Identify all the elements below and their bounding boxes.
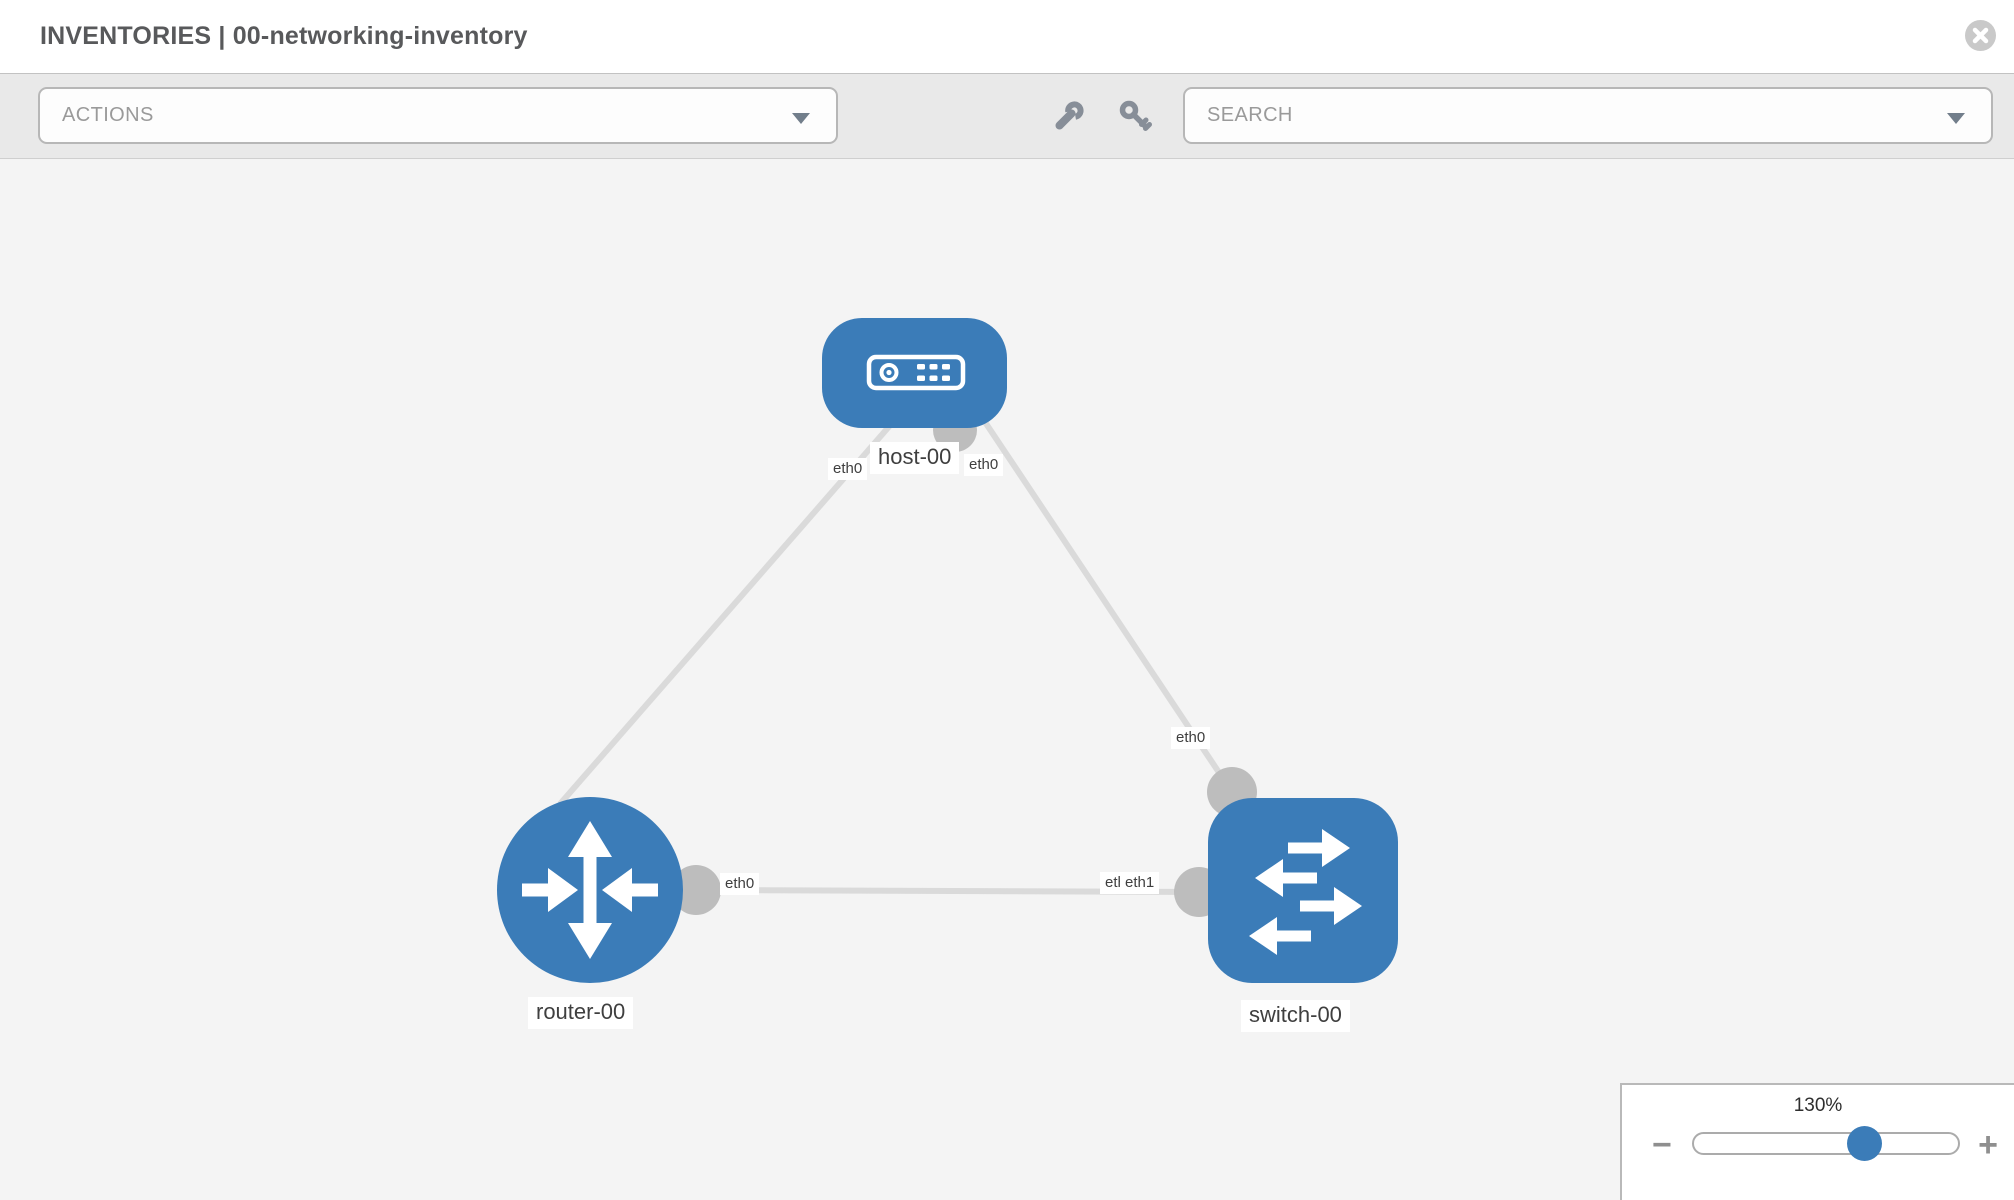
node-router-00[interactable]	[497, 797, 683, 983]
link-host-router	[557, 420, 896, 806]
zoom-control-panel: 130% − +	[1620, 1083, 2014, 1200]
close-icon	[1972, 27, 1989, 44]
interface-label-host-eth0-left: eth0	[828, 458, 868, 480]
window-header: INVENTORIES | 00-networking-inventory	[0, 0, 2014, 73]
interface-label-router-eth0: eth0	[720, 873, 760, 895]
interface-dot-router	[671, 865, 721, 915]
node-label-switch: switch-00	[1241, 1000, 1350, 1032]
node-label-host: host-00	[870, 442, 960, 474]
zoom-level-value: 130%	[1793, 1095, 1843, 1116]
configure-button[interactable]	[1047, 96, 1089, 138]
zoom-out-button[interactable]: −	[1652, 1126, 1672, 1164]
search-dropdown-label: SEARCH	[1207, 104, 1293, 126]
topology-canvas[interactable]: host-00 router-00 switch-00 eth0 eth0 et…	[0, 159, 2014, 1200]
router-icon	[522, 821, 658, 959]
interface-label-switch-eth1: eth1	[1120, 872, 1160, 894]
actions-dropdown[interactable]: ACTIONS	[38, 87, 838, 144]
toolbar: ACTIONS SEARCH	[0, 73, 2014, 159]
wrench-icon	[1055, 101, 1084, 130]
chevron-down-icon	[1947, 113, 1965, 124]
zoom-in-button[interactable]: +	[1978, 1126, 1998, 1164]
key-icon	[1119, 100, 1152, 131]
node-host-00[interactable]	[822, 318, 1007, 428]
credentials-button[interactable]	[1114, 96, 1156, 138]
node-label-router: router-00	[528, 997, 634, 1029]
interface-label-switch-eth0-top: eth0	[1171, 727, 1211, 749]
search-dropdown[interactable]: SEARCH	[1183, 87, 1993, 144]
host-icon	[866, 354, 966, 391]
interface-label-host-eth0-right: eth0	[964, 454, 1004, 476]
close-button[interactable]	[1965, 20, 1996, 51]
zoom-slider[interactable]	[1692, 1126, 1960, 1161]
page-title: INVENTORIES | 00-networking-inventory	[40, 22, 528, 50]
switch-icon	[1249, 829, 1362, 955]
chevron-down-icon	[792, 113, 810, 124]
node-switch-00[interactable]	[1208, 798, 1398, 983]
zoom-slider-thumb[interactable]	[1847, 1126, 1882, 1161]
actions-dropdown-label: ACTIONS	[62, 104, 154, 126]
